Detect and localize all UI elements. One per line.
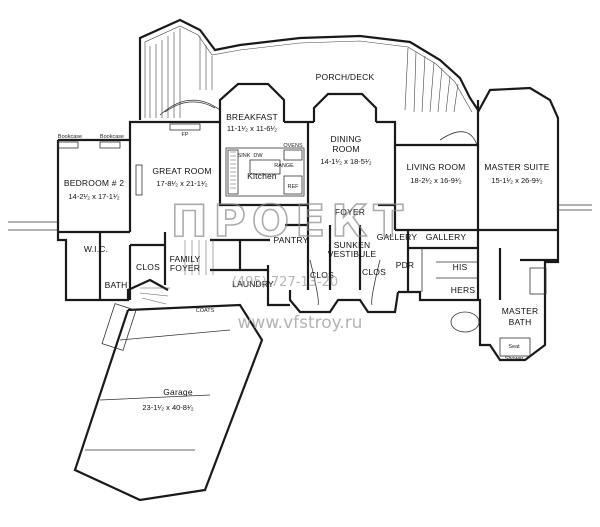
master-bath-label-2: BATH <box>509 317 532 327</box>
master-suite-dim: 15-1¹⁄₂ x 26-9¹⁄₂ <box>491 176 542 185</box>
breakfast-bay <box>218 82 286 122</box>
shower-label: Shower <box>505 356 524 362</box>
breakfast-dim: 11-1¹⁄₂ x 11-6¹⁄₂ <box>227 124 277 133</box>
kitchen-label: Kitchen <box>247 171 277 181</box>
bookcase-label-2: Bookcase <box>100 134 124 140</box>
ref-label: REF <box>288 184 300 190</box>
gallery-label-1: GALLERY <box>377 232 418 242</box>
his-label: HIS <box>453 262 468 272</box>
pantry-label: PANTRY <box>274 235 309 245</box>
watermark-url: www.vfstroy.ru <box>238 313 363 333</box>
bedroom2-dim: 14-2¹⁄₂ x 17-1¹⁄₂ <box>68 192 119 201</box>
ovens-label: OVENS <box>283 143 303 149</box>
coats-label: COATS <box>196 308 215 314</box>
clos-label-3: CLOS <box>362 267 386 277</box>
sunken-label: SUNKEN <box>334 240 371 250</box>
garage-label: Garage <box>163 387 193 397</box>
dw-label: DW <box>253 153 263 159</box>
master-bath-fixtures <box>450 267 547 357</box>
watermark: ПРОЕКТ (495) 727-13-20 www.vfstroy.ru <box>170 195 410 333</box>
garage-dim: 23-1¹⁄₂ x 40-8¹⁄₂ <box>142 403 193 412</box>
breakfast-label: BREAKFAST <box>226 112 278 122</box>
kitchen-fixtures <box>225 147 305 197</box>
master-suite-label: MASTER SUITE <box>484 162 549 172</box>
fixture-labels: Bookcase Bookcase FP SINK DW RANGE OVENS… <box>58 132 520 350</box>
garage <box>8 204 592 502</box>
pdr-label: PDR <box>396 260 415 270</box>
watermark-phone: (495) 727-13-20 <box>232 275 338 290</box>
vestibule-label: VESTIBULE <box>328 249 377 259</box>
bedroom2-label: BEDROOM # 2 <box>64 178 124 188</box>
fireplace-label: FP <box>181 132 188 138</box>
bookcase-label-1: Bookcase <box>58 134 82 140</box>
seat-label: Seat <box>508 344 520 350</box>
bath-label: BATH <box>105 280 128 290</box>
foyer-label: FOYER <box>335 207 365 217</box>
family-label: FAMILY <box>170 254 201 264</box>
dining-bay <box>312 92 378 122</box>
range-label: RANGE <box>274 163 294 169</box>
laundry-label: LAUNDRY <box>232 279 274 289</box>
porch-deck <box>138 18 479 120</box>
watermark-brand: ПРОЕКТ <box>171 196 410 247</box>
dining-dim: 14-1¹⁄₂ x 18-5¹⁄₂ <box>320 157 371 166</box>
dining-label: DINING <box>331 134 362 144</box>
interior-walls <box>58 122 558 300</box>
wic-label: W.I.C. <box>84 244 108 254</box>
living-room-dim: 18-2¹⁄₂ x 16-9¹⁄₂ <box>410 176 461 185</box>
stairs <box>139 240 381 306</box>
great-room-fixtures <box>57 123 201 196</box>
gallery-label-2: GALLERY <box>426 232 467 242</box>
porch-label: PORCH/DECK <box>316 72 375 82</box>
family-foyer-label: FOYER <box>170 263 200 273</box>
sink-label: SINK <box>238 153 251 159</box>
living-room-label: LIVING ROOM <box>407 162 466 172</box>
dining-label-2: ROOM <box>332 144 359 154</box>
clos-label-2: CLOS <box>310 270 334 280</box>
room-labels: PORCH/DECK BREAKFAST 11-1¹⁄₂ x 11-6¹⁄₂ G… <box>64 72 550 412</box>
clos-label-1: CLOS <box>136 262 160 272</box>
great-room-label: GREAT ROOM <box>152 166 211 176</box>
master-bath-label: MASTER <box>502 306 539 316</box>
great-room-dim: 17-8¹⁄₂ x 21-1¹⁄₂ <box>156 179 207 188</box>
hers-label: HERS <box>451 285 476 295</box>
